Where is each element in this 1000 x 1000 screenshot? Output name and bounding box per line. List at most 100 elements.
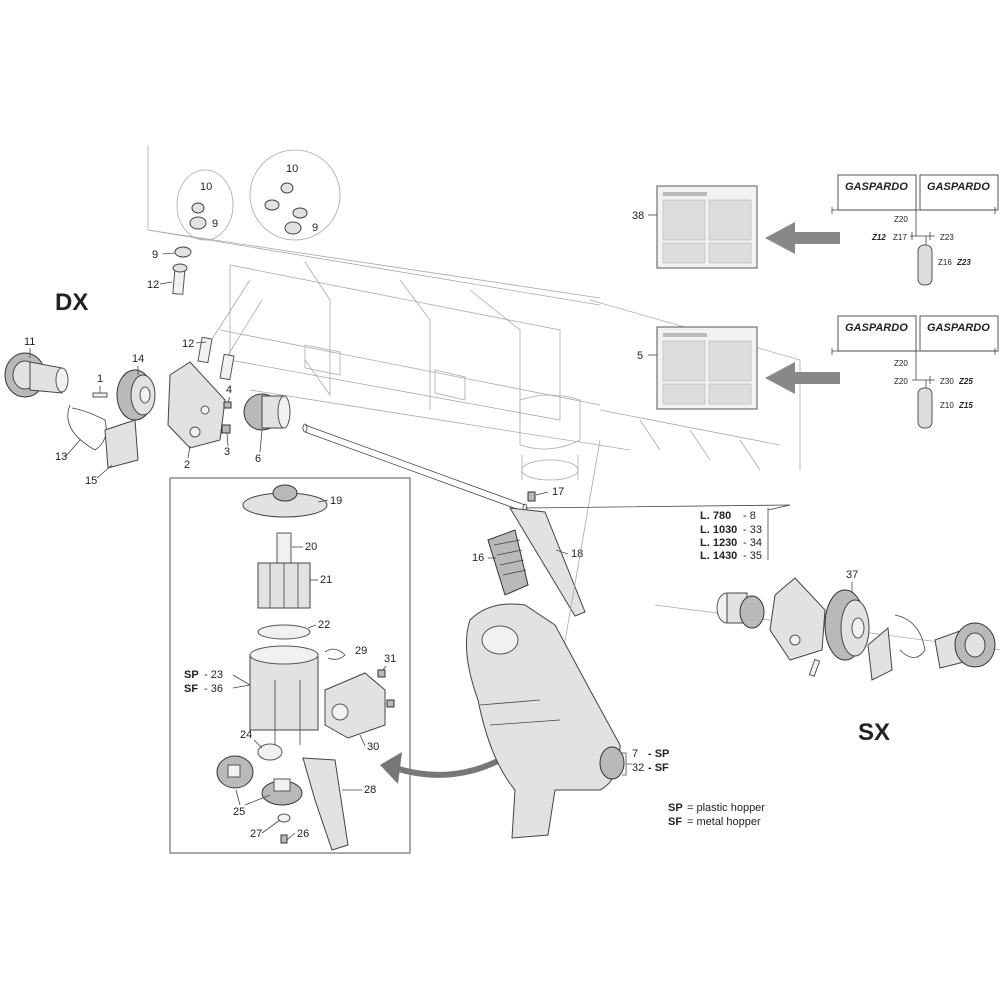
label-31: 31 — [384, 653, 396, 665]
legend-sp-text: = plastic hopper — [687, 802, 765, 814]
gear-6 — [243, 393, 291, 431]
detail-circle-right — [249, 149, 341, 241]
label-10b: 10 — [286, 163, 298, 175]
frame-outline — [147, 145, 801, 481]
detail-circle-left — [176, 169, 234, 241]
screw-4 — [223, 401, 232, 409]
shaft-length-table: L. 780 - 8 L. 1030 - 33 L. 1230 - 34 L. … — [524, 504, 791, 562]
bottom-z10: Z10 — [940, 401, 954, 410]
label-29: 29 — [355, 645, 367, 657]
label-16: 16 — [472, 552, 484, 564]
top-z16: Z16 — [938, 258, 952, 267]
bottom-z20a: Z20 — [894, 359, 908, 368]
label-sp-23-num: - 23 — [204, 669, 223, 681]
dosing-unit-inset — [169, 477, 411, 854]
hopper-body: 7 - SP 32 - SF — [465, 439, 669, 839]
legend-sf-code: SF — [668, 816, 682, 828]
sx-label: SX — [858, 719, 890, 746]
label-4: 4 — [226, 384, 232, 396]
bracket-15 — [104, 419, 139, 469]
top-brand-left: GASPARDO — [845, 181, 908, 193]
shaft-part-2: - 34 — [743, 537, 762, 549]
gear-diagram-bottom: GASPARDO GASPARDO Z20 Z20 Z30 Z25 Z10 Z1… — [831, 315, 999, 429]
bolt-12-center — [197, 279, 263, 381]
label-24: 24 — [240, 729, 252, 741]
label-2: 2 — [184, 459, 190, 471]
pin-1 — [92, 392, 108, 398]
bottom-z25: Z25 — [958, 377, 973, 386]
legend-sf-text: = metal hopper — [687, 816, 761, 828]
label-11: 11 — [24, 336, 35, 348]
label-6: 6 — [255, 453, 261, 465]
label-22: 22 — [318, 619, 330, 631]
label-30: 30 — [367, 741, 379, 753]
label-38: 38 — [632, 210, 644, 222]
seed-chart-38: 38 — [632, 185, 758, 269]
label-14: 14 — [132, 353, 144, 365]
shaft-len-0: L. 780 — [700, 510, 731, 522]
seed-chart-5: 5 — [637, 326, 758, 410]
sx-assembly: 37 — [654, 569, 1000, 681]
top-z17: Z17 — [893, 233, 907, 242]
label-9b: 9 — [312, 222, 318, 234]
label-sf-36-num: - 36 — [204, 683, 223, 695]
label-17: 17 — [552, 486, 564, 498]
brush-assembly: 17 16 18 — [472, 486, 586, 617]
label-13: 13 — [55, 451, 67, 463]
shaft-len-1: L. 1030 — [700, 524, 737, 536]
label-7-num: 7 — [632, 748, 638, 760]
top-z12: Z12 — [871, 233, 886, 242]
label-32-code: - SF — [648, 762, 669, 774]
label-32-num: 32 — [632, 762, 644, 774]
label-10a: 10 — [200, 181, 212, 193]
shaft-part-0: - 8 — [743, 510, 756, 522]
bolt-12-left — [172, 246, 192, 295]
shaft-len-2: L. 1230 — [700, 537, 737, 549]
label-26: 26 — [297, 828, 309, 840]
top-brand-right: GASPARDO — [927, 181, 990, 193]
knob-11 — [4, 352, 69, 398]
label-sf-36-code: SF — [184, 683, 198, 695]
label-5: 5 — [637, 350, 643, 362]
arrow-middle — [765, 362, 840, 394]
arrow-top — [765, 222, 840, 254]
inset-labels: 19 20 21 22 29 31 30 24 25 28 27 26 SP -… — [184, 495, 396, 840]
top-z20: Z20 — [894, 215, 908, 224]
spring-13 — [67, 404, 107, 451]
label-1: 1 — [97, 373, 103, 385]
shaft-part-3: - 35 — [743, 550, 762, 562]
inset-arrow — [380, 752, 502, 784]
label-12b: 12 — [182, 338, 194, 350]
label-12a: 12 — [147, 279, 159, 291]
dx-labels: 10 9 10 9 9 12 12 11 14 1 4 3 2 6 13 15 — [24, 163, 318, 487]
bottom-brand-right: GASPARDO — [927, 322, 990, 334]
dx-label: DX — [55, 289, 88, 316]
bottom-z20b: Z20 — [894, 377, 908, 386]
wheel-14 — [116, 369, 156, 421]
label-28: 28 — [364, 784, 376, 796]
dx-leaders — [29, 252, 263, 479]
gear-diagram-top: GASPARDO GASPARDO Z20 Z12 Z17 Z23 Z16 Z2… — [831, 174, 999, 286]
label-9c: 9 — [152, 249, 158, 261]
inset-leaders — [232, 499, 387, 841]
label-15: 15 — [85, 475, 97, 487]
label-27: 27 — [250, 828, 262, 840]
label-21: 21 — [320, 574, 332, 586]
legend-sp-code: SP — [668, 802, 683, 814]
label-9a: 9 — [212, 218, 218, 230]
label-37: 37 — [846, 569, 858, 581]
label-20: 20 — [305, 541, 317, 553]
top-z23b: Z23 — [956, 258, 971, 267]
legend: SP = plastic hopper SF = metal hopper — [668, 802, 765, 828]
bottom-z15: Z15 — [958, 401, 973, 410]
label-sp-23-code: SP — [184, 669, 199, 681]
label-25: 25 — [233, 806, 245, 818]
housing-2 — [167, 361, 226, 449]
top-z23: Z23 — [940, 233, 954, 242]
shaft-len-3: L. 1430 — [700, 550, 737, 562]
label-19: 19 — [330, 495, 342, 507]
label-3: 3 — [224, 446, 230, 458]
label-18: 18 — [571, 548, 583, 560]
bottom-z30: Z30 — [940, 377, 954, 386]
